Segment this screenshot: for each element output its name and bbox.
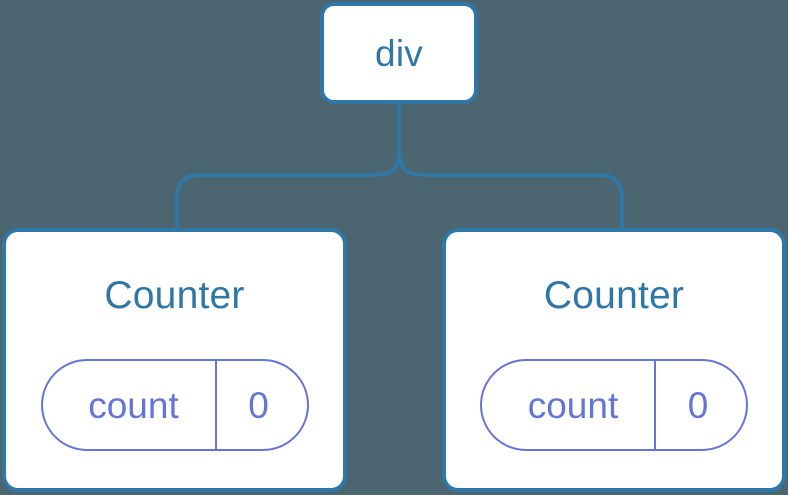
state-key-right: count <box>482 361 656 449</box>
connector-left-branch <box>175 148 401 232</box>
state-value-left: 0 <box>248 384 269 426</box>
node-counter-right-label: Counter <box>543 274 685 317</box>
state-key-left: count <box>43 361 217 449</box>
node-counter-left-label: Counter <box>104 274 245 317</box>
state-pill-right[interactable]: count 0 <box>480 359 748 451</box>
state-pill-left[interactable]: count 0 <box>40 359 309 451</box>
connector-right-branch <box>397 101 624 232</box>
state-value-right: 0 <box>687 384 709 426</box>
node-counter-left[interactable]: Counter count 0 <box>2 228 347 492</box>
node-root-div[interactable]: div <box>320 2 478 104</box>
node-counter-right[interactable]: Counter count 0 <box>442 228 786 492</box>
node-root-label: div <box>375 32 423 74</box>
